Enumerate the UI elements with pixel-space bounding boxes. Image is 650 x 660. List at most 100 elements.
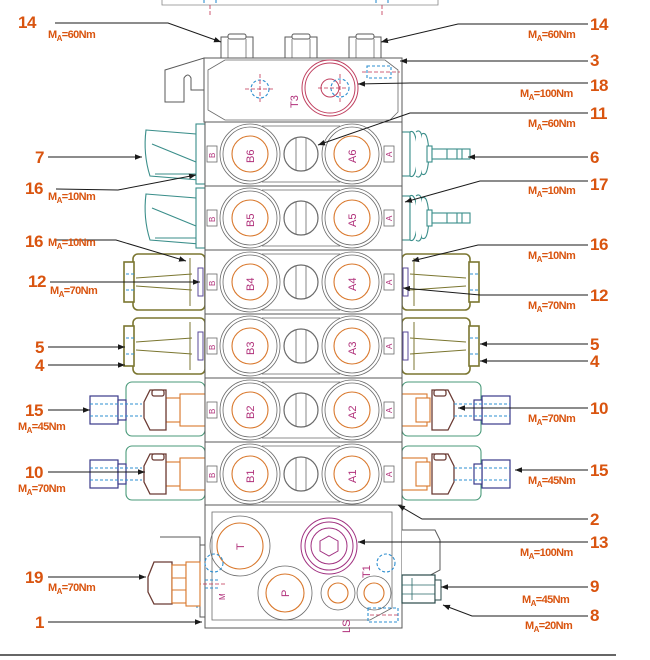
pressure-fitting-19 [147,561,201,607]
port-label-b: B2 [245,406,257,419]
callout-number: 4 [590,352,600,371]
lever-handle-left [144,123,206,185]
torque-spec: MA=60Nm [528,29,576,43]
torque-spec: MA=10Nm [48,191,96,205]
callout-number: 16 [25,232,43,251]
hose-fitting-right [401,445,511,501]
callout-8: 8MA=20Nm [442,604,600,634]
port-label-a: A6 [347,150,359,163]
port-label-t: T [235,543,247,550]
callout-number: 10 [25,463,43,482]
callout-number: 14 [18,13,37,32]
torque-spec: MA=10Nm [528,185,576,199]
tie-rod-nut-center [284,33,318,60]
callout-number: 3 [590,51,599,70]
callout-number: 8 [590,606,599,625]
port-label-p: P [280,590,292,597]
torque-spec: MA=45Nm [522,594,570,608]
callout-number: 16 [25,179,43,198]
side-label-b: B [208,153,217,158]
end-cover: T3 [164,57,403,123]
detent-cap-right [401,317,480,375]
end-cover-port-label: T3 [289,95,301,108]
side-label-b: B [208,409,217,414]
torque-spec: MA=45Nm [18,421,66,435]
torque-spec: MA=70Nm [528,413,576,427]
callout-number: 7 [35,148,44,167]
port-label-t1: T1 [361,565,373,578]
side-label-a: A [385,215,394,221]
leader-line [317,112,588,146]
callout-number: 16 [590,235,608,254]
side-label-a: A [385,151,394,157]
callout-number: 18 [590,76,608,95]
hose-fitting-left [89,445,206,501]
side-label-b: B [208,281,217,286]
torque-spec: MA=100Nm [520,547,573,561]
callout-number: 4 [35,356,45,375]
callout-5: 5 [35,338,125,357]
leader-line [397,504,588,520]
torque-spec: MA=60Nm [528,118,576,132]
leader-line [404,180,588,203]
torque-spec: MA=70Nm [528,300,576,314]
side-label-b: B [208,217,217,222]
inlet-port-p: P [257,565,313,621]
side-label-a: A [385,407,394,413]
callout-16: 16 MA=10Nm [25,232,187,262]
side-label-a: A [385,279,394,285]
callout-number: 14 [590,15,609,34]
tie-rod-nut-left [220,33,254,60]
lever-boot-right [401,194,471,242]
inlet-plug-13 [300,517,358,575]
callout-2: 2 [397,504,600,529]
leader-line [411,244,588,263]
port-label-b: B4 [245,278,257,291]
inlet-port-ls: LS [320,575,356,633]
callout-number: 6 [590,148,599,167]
torque-spec: MA=60Nm [48,29,96,43]
callout-number: 9 [590,577,599,596]
hose-fitting-left [89,381,206,437]
torque-spec: MA=10Nm [48,237,96,251]
port-label-a: A5 [347,214,359,227]
leader-line [442,604,588,617]
port-label-a: A1 [347,470,359,483]
lever-boot-right [401,130,471,178]
callout-4: 4 [480,352,601,371]
torque-spec: MA=70Nm [48,582,96,596]
callout-number: 11 [590,104,607,123]
detent-cap-right [401,253,480,311]
side-label-a: A [385,343,394,349]
plug-9 [401,574,442,604]
callout-number: 10 [590,399,608,418]
callout-number: 2 [590,510,599,529]
end-cover-bolt-hole [245,74,275,104]
torque-spec: MA=100Nm [520,88,573,102]
callout-9: 9MA=45Nm [441,577,600,608]
leader-line [55,22,222,43]
callout-4: 4 [35,356,125,375]
callout-3: 3 [400,51,600,70]
callout-number: 17 [590,175,608,194]
callout-number: 12 [28,272,46,291]
lever-handle-left [144,187,206,249]
port-label-b: B3 [245,342,257,355]
top-frame [161,0,439,17]
hose-fitting-right [401,381,511,437]
inlet-port-t: T [209,515,271,577]
torque-spec: MA=70Nm [50,285,98,299]
inlet-port-t1: T1 [356,565,392,611]
